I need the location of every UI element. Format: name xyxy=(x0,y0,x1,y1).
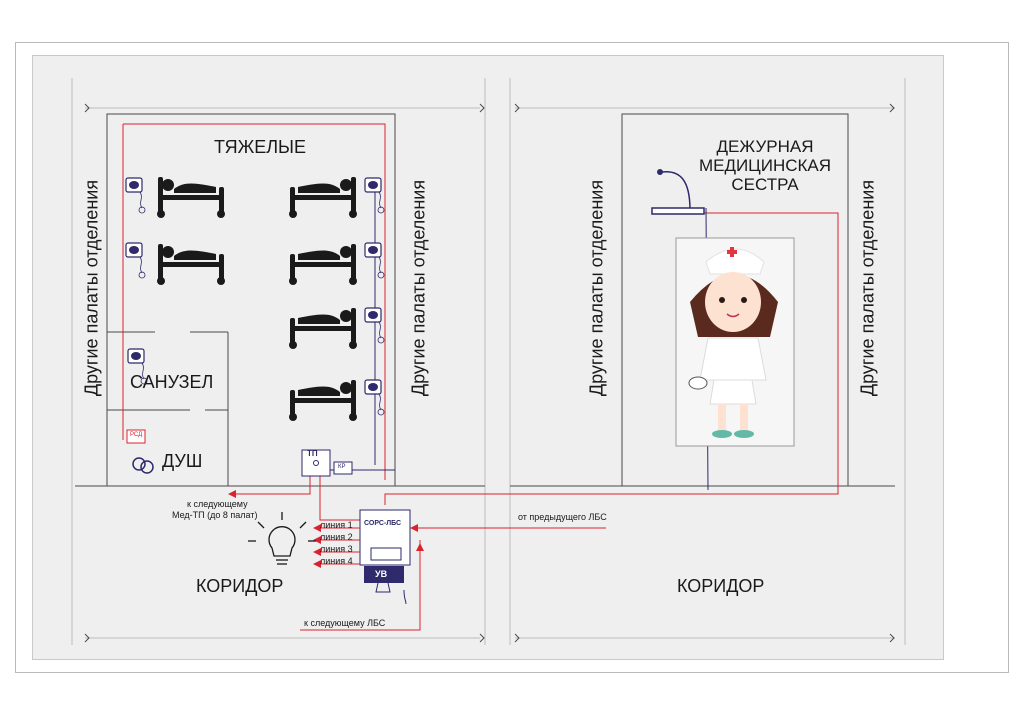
uv-unit xyxy=(364,566,404,583)
line-2-label: линия 2 xyxy=(320,532,353,542)
next-med-tp-line1: к следующему xyxy=(187,499,248,509)
line-arrows xyxy=(313,524,360,568)
corridor-left-label: КОРИДОР xyxy=(196,576,284,596)
line-1-label: линия 1 xyxy=(320,520,353,530)
tp-panel xyxy=(301,449,331,477)
to-next-lbs-label: к следующему ЛБС xyxy=(304,618,386,628)
lamp-icon xyxy=(248,512,316,565)
corridor-right-label: КОРИДОР xyxy=(677,576,765,596)
kr-label: КР xyxy=(338,464,346,470)
tp-label: ТП xyxy=(307,449,318,458)
bed-left-2 xyxy=(157,244,225,285)
kr-panel xyxy=(333,461,353,475)
bathroom-label: САНУЗЕЛ xyxy=(130,372,214,392)
bed-right-1 xyxy=(289,177,357,218)
call-button-icon xyxy=(125,177,146,214)
line-4-label: линия 4 xyxy=(320,556,353,566)
shower-icon xyxy=(132,457,154,474)
nurse-illustration xyxy=(688,247,778,438)
microphone-icon xyxy=(651,171,705,215)
other-wards-label: Другие палаты отделения xyxy=(81,179,102,397)
rsd-label: РСД xyxy=(130,432,143,438)
line-3-label: линия 3 xyxy=(320,544,353,554)
bed-right-3 xyxy=(289,308,357,349)
nurse-station-label: ДЕЖУРНАЯ МЕДИЦИНСКАЯ СЕСТРА xyxy=(698,137,832,194)
bed-right-2 xyxy=(289,244,357,285)
plan-guides xyxy=(71,78,906,645)
walls xyxy=(75,113,895,487)
other-wards-label: Другие палаты отделения xyxy=(857,179,878,397)
sors-lbs-label: СОРС-ЛБС xyxy=(364,520,402,527)
shower-label: ДУШ xyxy=(162,451,203,471)
rsd-device xyxy=(126,429,146,444)
other-wards-label: Другие палаты отделения xyxy=(408,179,429,397)
uv-label: УВ xyxy=(375,569,388,579)
bed-left-1 xyxy=(157,177,225,218)
from-prev-lbs-label: от предыдущего ЛБС xyxy=(518,512,607,522)
next-med-tp-line2: Мед-ТП (до 8 палат) xyxy=(172,510,258,520)
ward-title: ТЯЖЕЛЫЕ xyxy=(214,137,306,157)
other-wards-label: Другие палаты отделения xyxy=(586,179,607,397)
bed-right-4 xyxy=(289,380,357,421)
call-button-icon xyxy=(125,242,146,279)
